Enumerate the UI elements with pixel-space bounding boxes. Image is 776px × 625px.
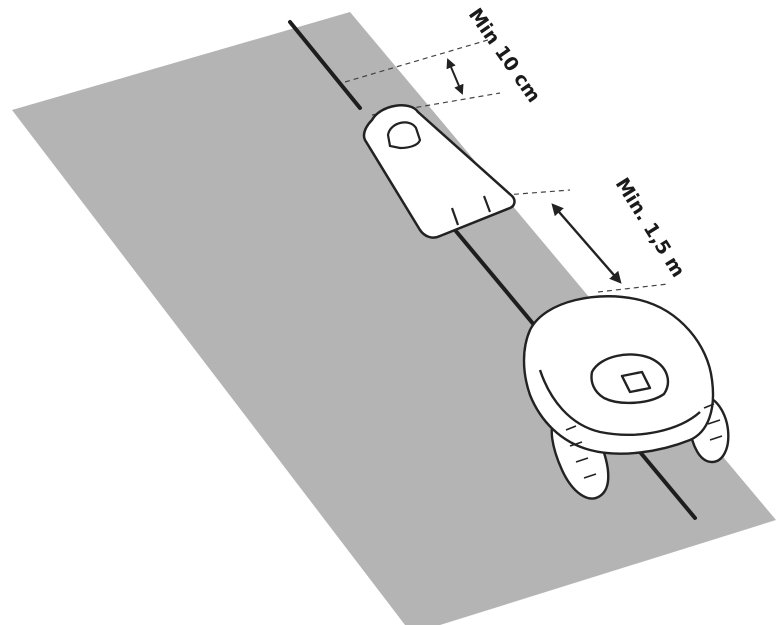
double-arrow-mower	[551, 203, 622, 284]
robotic-mower-icon	[522, 295, 730, 500]
double-arrow-station	[446, 58, 464, 95]
label-min-1-5m: Min. 1,5 m	[611, 174, 689, 281]
label-min-10cm: Min 10 cm	[464, 4, 545, 106]
charging-plate-icon	[362, 104, 516, 239]
dimension-lines-mower	[504, 189, 669, 293]
